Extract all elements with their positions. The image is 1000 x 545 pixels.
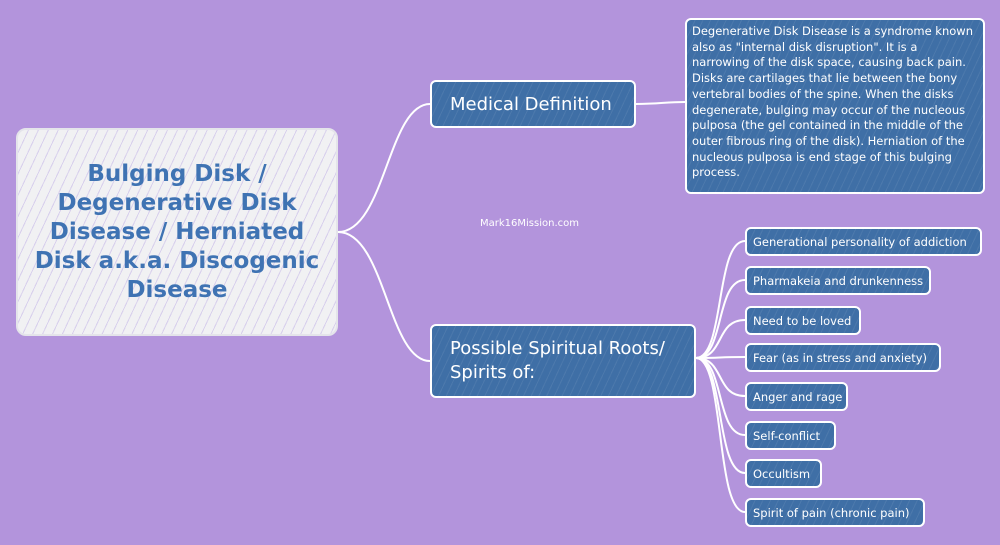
spiritual-root-item[interactable]: Occultism bbox=[745, 459, 822, 488]
spiritual-root-label: Fear (as in stress and anxiety) bbox=[753, 350, 928, 365]
spiritual-root-item[interactable]: Fear (as in stress and anxiety) bbox=[745, 343, 941, 372]
connector-spiritual-to-root bbox=[695, 240, 746, 359]
spiritual-root-item[interactable]: Pharmakeia and drunkenness bbox=[745, 266, 931, 295]
connector-spiritual-to-root bbox=[695, 357, 746, 436]
connector-spiritual-to-root bbox=[695, 356, 746, 359]
spiritual-root-label: Generational personality of addiction bbox=[753, 234, 967, 249]
spiritual-root-label: Spirit of pain (chronic pain) bbox=[753, 505, 910, 520]
medical-definition-node[interactable]: Medical Definition bbox=[430, 80, 636, 128]
spiritual-root-label: Self-conflict bbox=[753, 428, 821, 443]
connector-spiritual-to-root bbox=[695, 357, 746, 513]
medical-definition-text-node[interactable]: Degenerative Disk Disease is a syndrome … bbox=[685, 18, 985, 194]
spiritual-root-item[interactable]: Generational personality of addiction bbox=[745, 227, 982, 256]
connector-spiritual-to-root bbox=[695, 279, 746, 359]
connector-spiritual-to-root bbox=[695, 319, 746, 359]
spiritual-root-label: Need to be loved bbox=[753, 313, 852, 328]
central-topic-title: Bulging Disk / Degenerative Disk Disease… bbox=[34, 160, 320, 303]
spiritual-roots-title: Possible Spiritual Roots/ Spirits of: bbox=[450, 338, 665, 383]
connector-medical-to-definition bbox=[635, 101, 686, 105]
spiritual-root-item[interactable]: Anger and rage bbox=[745, 382, 848, 411]
spiritual-root-label: Anger and rage bbox=[753, 389, 843, 404]
spiritual-root-label: Pharmakeia and drunkenness bbox=[753, 273, 924, 288]
connector-spiritual-to-root bbox=[695, 357, 746, 397]
connector-spiritual-to-root bbox=[695, 357, 746, 474]
spiritual-root-item[interactable]: Self-conflict bbox=[745, 421, 836, 450]
medical-definition-text: Degenerative Disk Disease is a syndrome … bbox=[692, 24, 973, 180]
spiritual-roots-node[interactable]: Possible Spiritual Roots/ Spirits of: bbox=[430, 324, 696, 398]
spiritual-root-item[interactable]: Need to be loved bbox=[745, 306, 861, 335]
connector-central-to-medical bbox=[337, 103, 431, 233]
medical-definition-title: Medical Definition bbox=[450, 93, 612, 115]
connector-central-to-spiritual bbox=[337, 231, 431, 362]
spiritual-root-label: Occultism bbox=[753, 466, 811, 481]
watermark: Mark16Mission.com bbox=[480, 218, 579, 229]
central-topic[interactable]: Bulging Disk / Degenerative Disk Disease… bbox=[16, 128, 338, 336]
spiritual-root-item[interactable]: Spirit of pain (chronic pain) bbox=[745, 498, 925, 527]
